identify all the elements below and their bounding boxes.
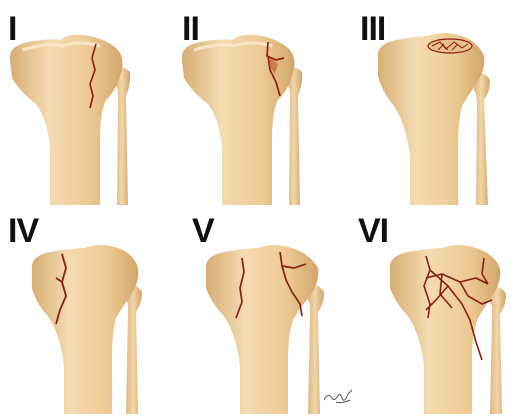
fibula-shaft bbox=[472, 73, 490, 205]
type-label-4: IV bbox=[8, 214, 38, 248]
panel-type-4: IV bbox=[0, 208, 172, 416]
type-label-2: II bbox=[182, 12, 199, 46]
type-label-5: V bbox=[192, 214, 214, 248]
tibia-bone bbox=[390, 245, 501, 414]
type-label-6: VI bbox=[358, 214, 388, 248]
fibula-shaft bbox=[488, 287, 506, 414]
fibula-shaft bbox=[124, 285, 142, 414]
tibia-bone bbox=[32, 245, 139, 414]
tibia-bone bbox=[10, 35, 123, 205]
panel-type-2: II bbox=[172, 0, 344, 208]
tibia-fibula-illustration bbox=[0, 0, 172, 208]
panel-type-6: VI bbox=[344, 208, 516, 416]
panel-type-5: V bbox=[172, 208, 344, 416]
panel-type-3: III bbox=[344, 0, 516, 208]
fibula-shaft bbox=[286, 67, 303, 205]
tibia-bone bbox=[206, 245, 319, 414]
artist-signature-icon bbox=[322, 386, 354, 406]
tibia-bone bbox=[378, 33, 485, 205]
type-label-3: III bbox=[360, 12, 385, 46]
panel-type-1: I bbox=[0, 0, 172, 208]
fibula-shaft bbox=[114, 67, 131, 205]
type-label-1: I bbox=[8, 12, 16, 46]
